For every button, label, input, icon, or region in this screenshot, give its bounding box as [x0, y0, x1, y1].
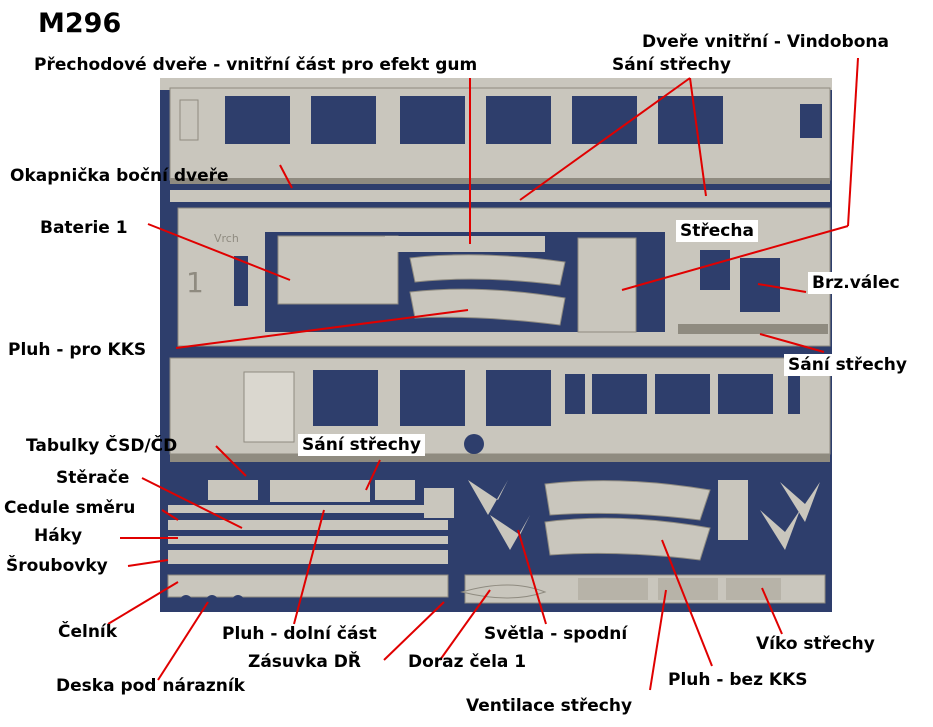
leader-cedule: [161, 509, 179, 521]
leader-pluh-bez: [661, 539, 713, 667]
leader-ventilace: [649, 589, 667, 691]
leader-deska: [157, 601, 209, 681]
label-sani-strechy-mid: Sání střechy: [298, 434, 425, 456]
side-panel-top: [169, 87, 831, 202]
label-sani-strechy-top: Sání střechy: [612, 55, 731, 75]
leader-baterie: [147, 223, 291, 281]
label-strecha: Střecha: [676, 220, 758, 242]
leader-sani-mid: [365, 459, 381, 491]
leader-dvere-vnitrni-d: [621, 225, 849, 291]
label-baterie: Baterie 1: [40, 218, 128, 238]
label-sani-strechy-right: Sání střechy: [784, 354, 911, 376]
label-ventilace: Ventilace střechy: [466, 696, 633, 716]
leader-celnik: [107, 581, 179, 625]
label-pluh-dolni: Pluh - dolní část: [222, 624, 377, 644]
roof-panel: Vrch 1: [177, 207, 831, 347]
label-deska: Deska pod nárazník: [56, 676, 245, 696]
leader-doraz: [439, 589, 491, 661]
leader-sani-top-2: [689, 77, 707, 197]
label-brz-valec: Brz.válec: [808, 272, 904, 294]
label-doraz: Doraz čela 1: [408, 652, 527, 672]
label-viko: Víko střechy: [756, 634, 875, 654]
etch-text-vrch: Vrch: [214, 232, 239, 245]
label-sroubovky: Šroubovky: [6, 556, 108, 576]
frame-top-rail: [160, 78, 832, 90]
label-okapnicka: Okapnička boční dveře: [10, 166, 229, 186]
model-title: M296: [38, 8, 122, 39]
leader-brz-valec: [757, 283, 807, 293]
label-haky: Háky: [34, 526, 83, 546]
leader-sterace: [141, 477, 243, 529]
side-panel-middle: [169, 357, 831, 462]
label-celnik: Čelník: [58, 622, 118, 642]
label-prechodove-dvere: Přechodové dveře - vnitřní část pro efek…: [34, 55, 478, 75]
leader-svetla: [517, 529, 547, 625]
leader-lines: [107, 57, 859, 691]
leader-tabulky: [215, 445, 247, 477]
leader-dvere-vnitrni-v: [847, 57, 859, 227]
leader-sani-top-1: [519, 77, 691, 201]
label-pluh-bez: Pluh - bez KKS: [668, 670, 808, 690]
leader-viko: [761, 587, 783, 635]
label-zasuvka: Zásuvka DŘ: [248, 652, 361, 672]
label-pluh-kks: Pluh - pro KKS: [8, 340, 147, 360]
label-sterace: Stěrače: [56, 468, 130, 488]
label-dvere-vnitrni: Dveře vnitřní - Vindobona: [642, 32, 889, 52]
label-tabulky: Tabulky ČSD/ČD: [26, 436, 178, 456]
leader-pluh-dolni: [293, 509, 325, 625]
etch-text-one: 1: [186, 266, 204, 299]
small-parts-area: [160, 470, 832, 610]
leader-zasuvka: [383, 601, 445, 661]
leader-pluh-kks: [175, 309, 469, 349]
label-cedule: Cedule směru: [4, 498, 136, 518]
label-svetla: Světla - spodní: [484, 624, 628, 644]
leader-sroubovky: [127, 559, 169, 567]
leader-sani-right: [759, 333, 825, 353]
leader-okapnicka: [279, 164, 293, 189]
